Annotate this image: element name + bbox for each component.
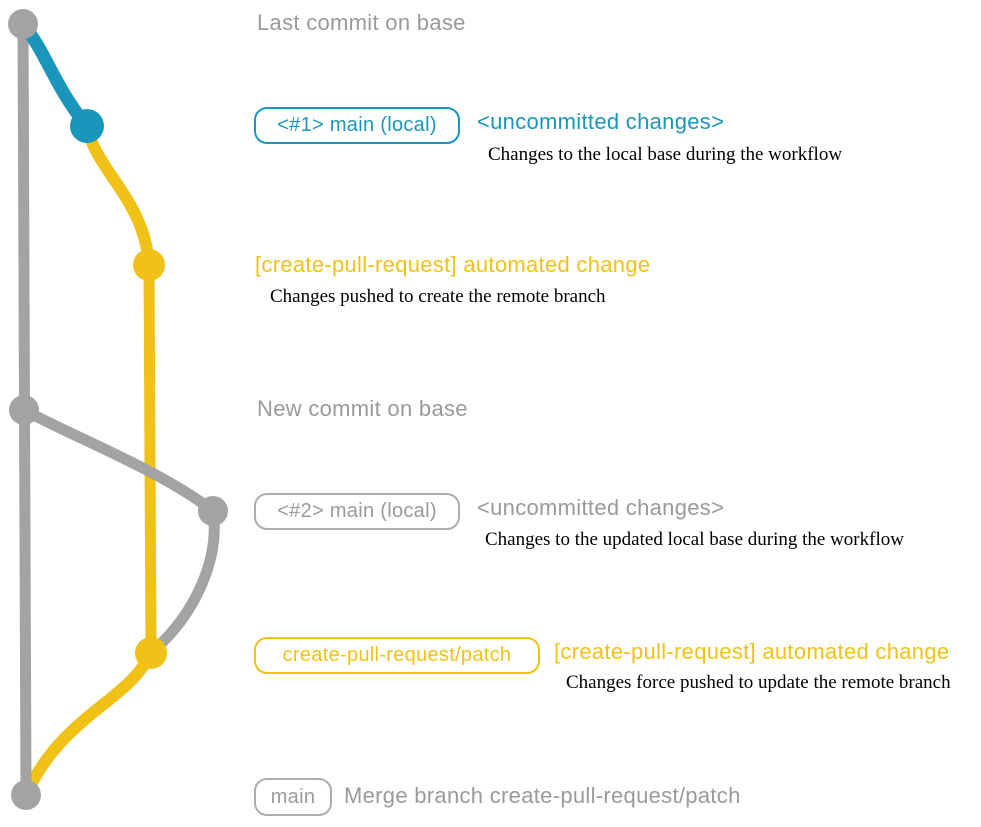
commit-title-automated-change-1: [create-pull-request] automated change xyxy=(255,252,651,277)
commit-node-base-top xyxy=(8,9,38,39)
label-last-commit-on-base: Last commit on base xyxy=(257,10,466,35)
patch-branch-edge-1 xyxy=(81,120,155,271)
merge-edge xyxy=(20,647,157,801)
commit-node-patch-2 xyxy=(135,637,167,669)
commit-title-uncommitted-1: <uncommitted changes> xyxy=(477,109,725,134)
commit-node-patch-1 xyxy=(133,249,165,281)
branch-badge-local-main-1: <#1> main (local) xyxy=(254,107,460,144)
uncommitted-changes-edge xyxy=(17,19,94,133)
branch-badge-local-main-2: <#2> main (local) xyxy=(254,493,460,530)
commit-description-uncommitted-1: Changes to the local base during the wor… xyxy=(488,144,843,165)
force-push-edge xyxy=(145,505,220,659)
commit-description-automated-change-1: Changes pushed to create the remote bran… xyxy=(270,286,606,307)
branch-badge-patch: create-pull-request/patch xyxy=(254,637,540,674)
commit-title-merge: Merge branch create-pull-request/patch xyxy=(344,783,741,808)
commit-title-automated-change-2: [create-pull-request] automated change xyxy=(554,639,950,664)
label-new-commit-on-base: New commit on base xyxy=(257,396,468,421)
commit-description-automated-change-2: Changes force pushed to update the remot… xyxy=(566,672,951,693)
branch-badge-main: main xyxy=(254,778,332,816)
commit-node-local-1 xyxy=(70,109,104,143)
commit-description-uncommitted-2: Changes to the updated local base during… xyxy=(485,529,904,550)
commit-node-local-2 xyxy=(198,496,228,526)
commit-title-uncommitted-2: <uncommitted changes> xyxy=(477,495,725,520)
commit-node-merge xyxy=(11,780,41,810)
commit-node-base-new xyxy=(9,395,39,425)
patch-branch-line xyxy=(143,259,157,659)
updated-local-edge xyxy=(18,404,219,517)
